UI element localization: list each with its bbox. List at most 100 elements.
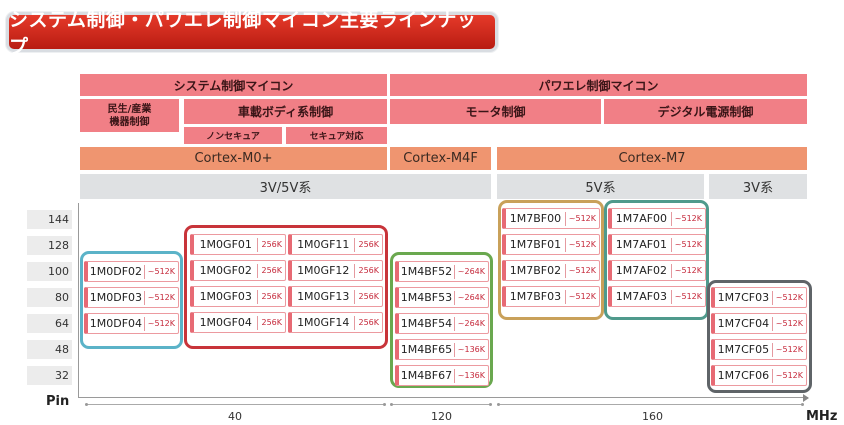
chip-memory: 256K <box>354 315 382 330</box>
chip-1m4bf54: 1M4BF54~264K <box>395 313 489 334</box>
chip-memory: ~136K <box>453 368 488 383</box>
chip-name: 1M4BF67 <box>400 369 453 382</box>
chip-name: 1M7CF05 <box>717 343 770 356</box>
page-title: システム制御・パワエレ制御マイコン主要ラインナップ <box>6 9 498 58</box>
x-axis-label: MHz <box>806 409 838 424</box>
y-axis-label: Pin <box>46 394 70 409</box>
chip-memory: ~512K <box>670 263 705 278</box>
chip-memory: 256K <box>257 315 285 330</box>
chip-name: 1M7BF01 <box>509 238 562 251</box>
chip-memory: ~512K <box>771 316 806 331</box>
chip-name: 1M0GF01 <box>199 238 252 251</box>
chip-1m7af00: 1M7AF00~512K <box>608 208 706 229</box>
chip-memory: 256K <box>257 237 285 252</box>
plot-area <box>78 203 808 398</box>
chip-1m0gf04: 1M0GF04 256K <box>190 312 286 333</box>
chip-name: 1M0GF14 <box>297 316 350 329</box>
chip-memory: ~512K <box>564 211 599 226</box>
chip-1m7cf06: 1M7CF06~512K <box>711 365 807 386</box>
freq-label-40: 40 <box>228 410 242 423</box>
freq-label-120: 120 <box>431 410 452 423</box>
chip-name: 1M7CF06 <box>717 369 770 382</box>
chip-memory: ~264K <box>453 264 488 279</box>
chip-1m0gf14: 1M0GF14 256K <box>288 312 383 333</box>
chip-1m7cf05: 1M7CF05~512K <box>711 339 807 360</box>
chip-name: 1M0GF13 <box>297 290 350 303</box>
chip-name: 1M4BF65 <box>400 343 453 356</box>
chip-1m4bf67: 1M4BF67~136K <box>395 365 489 386</box>
subcategory-motor-control: モータ制御 <box>390 99 601 124</box>
chip-name: 1M7AF01 <box>615 238 668 251</box>
chip-memory: ~512K <box>564 263 599 278</box>
chip-name: 1M4BF54 <box>400 317 453 330</box>
pin-label: 48 <box>27 340 72 359</box>
x-axis-arrow-icon <box>803 394 809 402</box>
chip-1m7af03: 1M7AF03~512K <box>608 286 706 307</box>
chip-1m0df02: 1M0DF02~512K <box>84 261 179 282</box>
chip-1m7bf03: 1M7BF03~512K <box>502 286 600 307</box>
chip-memory: ~264K <box>453 316 488 331</box>
category-system-control: システム制御マイコン <box>80 74 387 96</box>
freq-label-160: 160 <box>642 410 663 423</box>
subcategory-consumer-industrial: 民生/産業 機器制御 <box>80 99 179 132</box>
chip-memory: 256K <box>257 263 285 278</box>
chip-name: 1M0GF12 <box>297 264 350 277</box>
freq-range-line-160 <box>498 404 802 405</box>
chip-memory: ~136K <box>453 342 488 357</box>
chip-memory: ~264K <box>453 290 488 305</box>
pin-label: 80 <box>27 288 72 307</box>
chip-memory: ~512K <box>771 290 806 305</box>
chip-name: 1M0DF03 <box>89 291 143 304</box>
pin-label: 32 <box>27 366 72 385</box>
chip-memory: ~512K <box>143 316 178 331</box>
chip-name: 1M0GF04 <box>199 316 252 329</box>
label-secure: セキュア対応 <box>286 127 387 144</box>
chip-memory: ~512K <box>564 289 599 304</box>
chip-name: 1M7CF03 <box>717 291 770 304</box>
chip-memory: 256K <box>354 237 382 252</box>
voltage-5v: 5V系 <box>497 174 704 199</box>
voltage-3v-5v: 3V/5V系 <box>80 174 491 199</box>
axis-tick <box>801 403 804 406</box>
chip-name: 1M0GF02 <box>199 264 252 277</box>
chip-memory: ~512K <box>670 211 705 226</box>
axis-tick <box>489 403 492 406</box>
chip-1m0gf02: 1M0GF02 256K <box>190 260 286 281</box>
chip-name: 1M7AF02 <box>615 264 668 277</box>
chip-name: 1M7BF00 <box>509 212 562 225</box>
chip-memory: ~512K <box>143 290 178 305</box>
chip-memory: ~512K <box>771 342 806 357</box>
chip-1m0df03: 1M0DF03~512K <box>84 287 179 308</box>
chip-name: 1M0DF02 <box>89 265 143 278</box>
chip-1m0df04: 1M0DF04~512K <box>84 313 179 334</box>
chip-memory: ~512K <box>670 289 705 304</box>
label-non-secure: ノンセキュア <box>184 127 282 144</box>
chip-1m7cf03: 1M7CF03~512K <box>711 287 807 308</box>
chip-name: 1M7CF04 <box>717 317 770 330</box>
chip-1m7bf02: 1M7BF02~512K <box>502 260 600 281</box>
chip-name: 1M4BF53 <box>400 291 453 304</box>
chip-name: 1M7AF00 <box>615 212 668 225</box>
voltage-3v: 3V系 <box>709 174 807 199</box>
chip-memory: 256K <box>354 263 382 278</box>
axis-tick <box>390 403 393 406</box>
core-cortex-m4f: Cortex-M4F <box>390 147 491 170</box>
chip-1m4bf53: 1M4BF53~264K <box>395 287 489 308</box>
chip-1m0gf01: 1M0GF01 256K <box>190 234 286 255</box>
chip-1m7af01: 1M7AF01~512K <box>608 234 706 255</box>
chip-1m7cf04: 1M7CF04~512K <box>711 313 807 334</box>
core-cortex-m0plus: Cortex-M0+ <box>80 147 387 170</box>
chip-name: 1M7BF03 <box>509 290 562 303</box>
chip-name: 1M4BF52 <box>400 265 453 278</box>
subcategory-digital-power: デジタル電源制御 <box>604 99 807 124</box>
chip-name: 1M7AF03 <box>615 290 668 303</box>
category-power-electronics: パワエレ制御マイコン <box>390 74 807 96</box>
core-cortex-m7: Cortex-M7 <box>497 147 807 170</box>
freq-range-line-40 <box>86 404 384 405</box>
chip-memory: 256K <box>257 289 285 304</box>
chip-1m4bf65: 1M4BF65~136K <box>395 339 489 360</box>
chip-1m0gf12: 1M0GF12 256K <box>288 260 383 281</box>
